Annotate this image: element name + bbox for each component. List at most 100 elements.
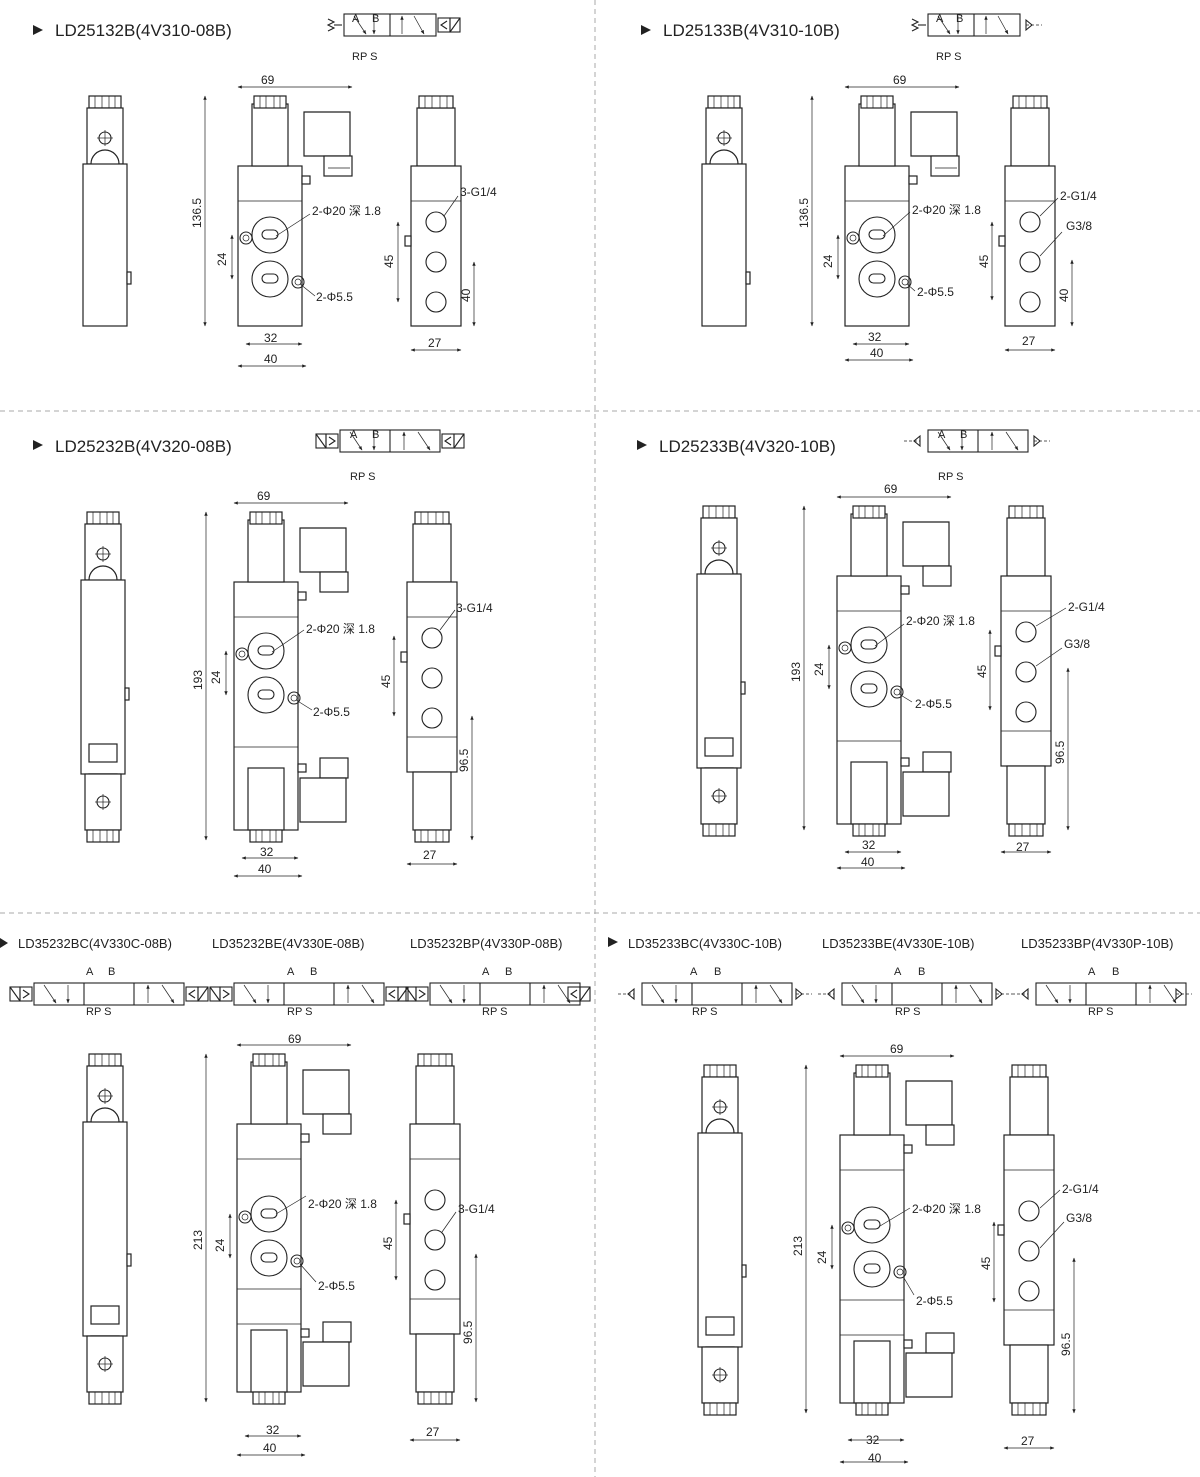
dim-32: 32 bbox=[862, 838, 876, 852]
port-b-label: B bbox=[714, 966, 721, 978]
dim-width: 69 bbox=[890, 1042, 904, 1056]
bullet-icon bbox=[608, 937, 618, 947]
dim-32: 32 bbox=[866, 1433, 880, 1447]
side-port-2: G3/8 bbox=[1066, 219, 1092, 233]
panel-ld25133b: LD25133B(4V310-10B) A B RP S 69 136.5 24… bbox=[641, 13, 1097, 362]
note-port: 2-Φ20 深 1.8 bbox=[312, 204, 381, 218]
note-port: 2-Φ20 深 1.8 bbox=[306, 622, 375, 636]
dim-height: 213 bbox=[791, 1236, 805, 1256]
valve-symbol-e bbox=[817, 983, 1013, 1005]
dim-pitch: 24 bbox=[213, 1238, 227, 1252]
side-view bbox=[998, 95, 1056, 327]
valve-symbol-e bbox=[209, 983, 409, 1005]
port-rps-label: RP S bbox=[1088, 1006, 1113, 1018]
model-title: LD25232B(4V320-08B) bbox=[55, 437, 232, 456]
bullet-icon bbox=[33, 25, 43, 35]
panel-ld25132b: LD25132B(4V310-08B) A B RP S 69 136.5 24… bbox=[33, 13, 497, 368]
note-port: 2-Φ20 深 1.8 bbox=[912, 203, 981, 217]
dim-45: 45 bbox=[975, 664, 989, 678]
port-a-label: A bbox=[86, 966, 94, 978]
dim-40: 40 bbox=[870, 346, 884, 360]
panel-ld35233b-series: LD35233BC(4V330C-10B) LD35233BE(4V330E-1… bbox=[608, 936, 1193, 1465]
side-port-2: G3/8 bbox=[1064, 637, 1090, 651]
model-title-e: LD35232BE(4V330E-08B) bbox=[212, 936, 365, 951]
dimensions: 69 213 24 32 40 2-Φ20 深 1.8 2-Φ5.5 3-G1/… bbox=[191, 1032, 495, 1457]
dim-965: 96.5 bbox=[457, 748, 471, 772]
front-view bbox=[236, 1053, 352, 1405]
bullet-icon bbox=[641, 25, 651, 35]
dim-40b: 40 bbox=[459, 288, 473, 302]
dim-32: 32 bbox=[264, 331, 278, 345]
port-rps-label: RP S bbox=[352, 51, 377, 63]
dim-32: 32 bbox=[260, 845, 274, 859]
end-view bbox=[80, 511, 130, 843]
end-view bbox=[697, 1064, 747, 1416]
port-b-label: B bbox=[1112, 966, 1119, 978]
side-view bbox=[403, 1053, 461, 1405]
dim-27: 27 bbox=[426, 1425, 440, 1439]
dim-pitch: 24 bbox=[815, 1250, 829, 1264]
port-b-label: B bbox=[372, 13, 379, 25]
panel-ld25233b: LD25233B(4V320-10B) A B RP S 69 193 24 3… bbox=[637, 429, 1105, 870]
port-rps-label: RP S bbox=[938, 471, 963, 483]
dim-height: 136.5 bbox=[190, 198, 204, 228]
dim-27: 27 bbox=[1022, 334, 1036, 348]
valve-symbol-p bbox=[405, 983, 591, 1005]
dimensions: 69 213 24 32 40 2-Φ20 深 1.8 2-Φ5.5 2-G1/… bbox=[791, 1042, 1099, 1465]
valve-symbol: A B RP S bbox=[911, 13, 1043, 63]
panel-ld35232b-series: LD35232BC(4V330C-08B) LD35232BE(4V330E-0… bbox=[0, 936, 591, 1457]
dim-965: 96.5 bbox=[1059, 1332, 1073, 1356]
end-view bbox=[82, 1053, 132, 1405]
dim-pitch: 24 bbox=[821, 254, 835, 268]
dim-height: 193 bbox=[191, 670, 205, 690]
bullet-icon bbox=[637, 440, 647, 450]
dim-pitch: 24 bbox=[215, 252, 229, 266]
model-title-c: LD35233BC(4V330C-10B) bbox=[628, 936, 782, 951]
valve-symbol-p bbox=[1011, 983, 1193, 1005]
port-a-label: A bbox=[1088, 966, 1096, 978]
port-a-label: A bbox=[936, 13, 944, 25]
port-rps-label: RP S bbox=[350, 471, 375, 483]
port-a-label: A bbox=[482, 966, 490, 978]
side-port-2: G3/8 bbox=[1066, 1211, 1092, 1225]
end-view bbox=[701, 95, 751, 327]
end-view bbox=[696, 505, 746, 837]
port-a-label: A bbox=[938, 429, 946, 441]
front-view bbox=[839, 1064, 955, 1416]
port-rps-label: RP S bbox=[287, 1006, 312, 1018]
valve-symbol-c bbox=[9, 983, 209, 1005]
bullet-icon bbox=[0, 938, 8, 948]
port-b-label: B bbox=[505, 966, 512, 978]
dim-32: 32 bbox=[266, 1423, 280, 1437]
valve-symbol: A B RP S bbox=[315, 429, 465, 483]
dim-width: 69 bbox=[261, 73, 275, 87]
dim-width: 69 bbox=[288, 1032, 302, 1046]
dim-pitch: 24 bbox=[812, 662, 826, 676]
dim-45: 45 bbox=[979, 1256, 993, 1270]
valve-symbol-c bbox=[617, 983, 813, 1005]
dim-45: 45 bbox=[382, 254, 396, 268]
port-rps-label: RP S bbox=[86, 1006, 111, 1018]
side-port: 3-G1/4 bbox=[456, 601, 493, 615]
port-a-label: A bbox=[352, 13, 360, 25]
dim-pitch: 24 bbox=[209, 670, 223, 684]
model-title-c: LD35232BC(4V330C-08B) bbox=[18, 936, 172, 951]
port-b-label: B bbox=[310, 966, 317, 978]
model-title-p: LD35233BP(4V330P-10B) bbox=[1021, 936, 1174, 951]
note-port: 2-Φ20 深 1.8 bbox=[308, 1197, 377, 1211]
dim-45: 45 bbox=[977, 254, 991, 268]
side-port: 3-G1/4 bbox=[460, 185, 497, 199]
dim-27: 27 bbox=[428, 336, 442, 350]
note-hole: 2-Φ5.5 bbox=[917, 285, 954, 299]
port-rps-label: RP S bbox=[482, 1006, 507, 1018]
side-view bbox=[400, 511, 458, 843]
note-port: 2-Φ20 深 1.8 bbox=[912, 1202, 981, 1216]
dimensions: 69 193 24 32 40 2-Φ20 深 1.8 2-Φ5.5 2-G1/… bbox=[789, 482, 1105, 870]
note-hole: 2-Φ5.5 bbox=[915, 697, 952, 711]
port-rps-label: RP S bbox=[895, 1006, 920, 1018]
dim-32: 32 bbox=[868, 330, 882, 344]
port-a-label: A bbox=[350, 429, 358, 441]
dim-40: 40 bbox=[264, 352, 278, 366]
